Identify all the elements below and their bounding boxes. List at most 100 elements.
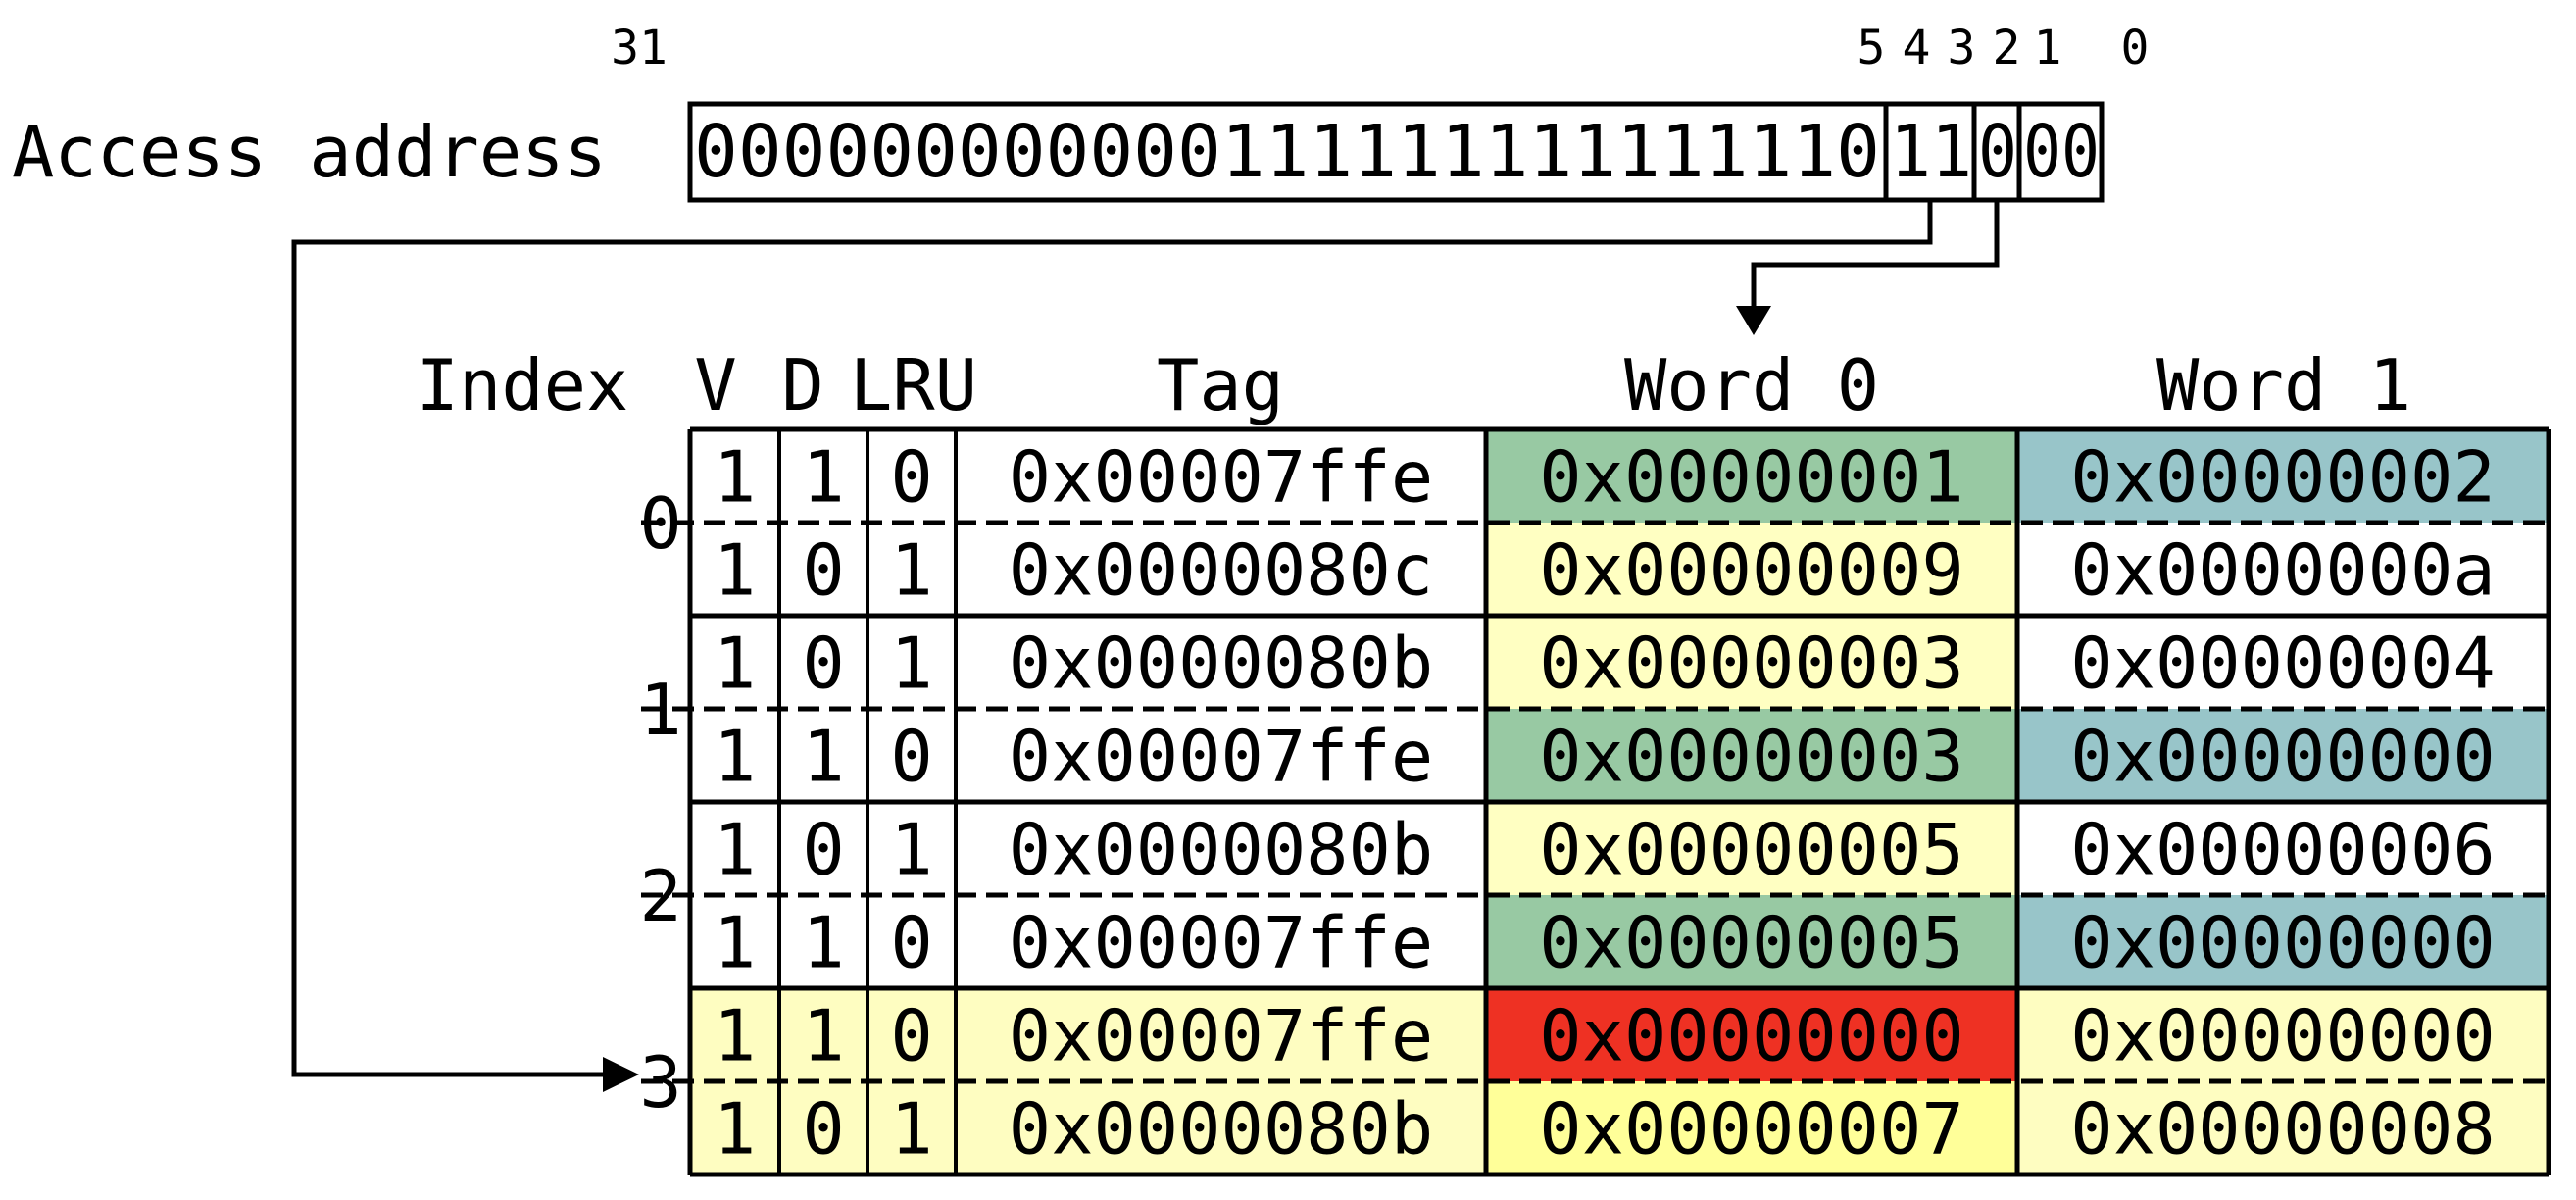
cell-dirty: 1 <box>802 902 844 984</box>
cell-lru: 1 <box>890 529 932 612</box>
cell-word-0-bg <box>1486 523 2017 616</box>
cell-dirty: 0 <box>802 623 844 705</box>
cell-valid-bg <box>690 616 779 709</box>
cell-word-0-bg <box>1486 709 2017 802</box>
address-tag-bits: 000000000000111111111111110 <box>694 110 1880 194</box>
cell-lru: 1 <box>890 809 932 891</box>
cell-tag: 0x00007ffe <box>1009 436 1433 519</box>
cell-word-1-bg <box>2017 988 2549 1081</box>
cell-lru: 0 <box>890 716 932 798</box>
cell-lru-bg <box>867 1081 956 1175</box>
cell-valid-bg <box>690 1081 779 1175</box>
cell-word-0-bg <box>1486 895 2017 988</box>
cell-lru: 1 <box>890 1088 932 1171</box>
index-arrow-line <box>291 200 1933 1077</box>
cell-tag-bg <box>956 802 1486 895</box>
bit-label-1: 1 <box>2034 21 2062 75</box>
cell-word-0: 0x00000005 <box>1539 809 1963 891</box>
cell-lru-bg <box>867 988 956 1081</box>
cell-word-0: 0x00000007 <box>1539 1088 1963 1171</box>
cell-word-1: 0x00000008 <box>2070 1088 2495 1171</box>
cell-valid-bg <box>690 523 779 616</box>
cell-dirty: 1 <box>802 716 844 798</box>
cell-word-1-bg <box>2017 1081 2549 1175</box>
bit-label-5: 5 <box>1858 21 1886 75</box>
cell-tag: 0x00007ffe <box>1009 902 1433 984</box>
cell-word-0: 0x00000001 <box>1539 436 1963 519</box>
cell-dirty-bg <box>779 895 867 988</box>
cell-valid: 1 <box>714 623 756 705</box>
cell-valid-bg <box>690 802 779 895</box>
cell-dirty-bg <box>779 709 867 802</box>
cell-word-1: 0x0000000a <box>2070 529 2495 612</box>
cell-word-1-bg <box>2017 429 2549 523</box>
cell-word-1-bg <box>2017 616 2549 709</box>
cell-word-1: 0x00000002 <box>2070 436 2495 519</box>
cell-word-0-bg <box>1486 429 2017 523</box>
cell-valid: 1 <box>714 716 756 798</box>
cell-lru-bg <box>867 895 956 988</box>
cell-dirty: 0 <box>802 529 844 612</box>
cell-lru-bg <box>867 616 956 709</box>
cell-lru-bg <box>867 429 956 523</box>
cell-dirty-bg <box>779 616 867 709</box>
cell-tag: 0x00007ffe <box>1009 995 1433 1077</box>
cell-tag-bg <box>956 1081 1486 1175</box>
cell-dirty: 0 <box>802 1088 844 1171</box>
cell-word-0-bg <box>1486 988 2017 1081</box>
address-outer-box <box>687 101 2105 203</box>
cell-word-0: 0x00000003 <box>1539 716 1963 798</box>
cell-tag-bg <box>956 895 1486 988</box>
cell-word-1: 0x00000000 <box>2070 716 2495 798</box>
cell-word-1-bg <box>2017 709 2549 802</box>
cell-tag: 0x0000080c <box>1009 529 1433 612</box>
cell-dirty-bg <box>779 802 867 895</box>
address-byte-offset-bits: 00 <box>2023 110 2100 194</box>
cell-word-0-bg <box>1486 616 2017 709</box>
cell-dirty-bg <box>779 429 867 523</box>
cell-word-1: 0x00000000 <box>2070 995 2495 1077</box>
index-arrow-head <box>603 1057 639 1092</box>
bit-label-0: 0 <box>2121 21 2150 75</box>
cell-word-1: 0x00000004 <box>2070 623 2495 705</box>
cell-lru-bg <box>867 709 956 802</box>
cell-dirty-bg <box>779 1081 867 1175</box>
word-select-arrow-line <box>1751 200 2000 306</box>
cell-tag: 0x00007ffe <box>1009 716 1433 798</box>
header-word-1: Word 1 <box>2156 344 2411 426</box>
bit-label-3: 3 <box>1948 21 1976 75</box>
cell-valid: 1 <box>714 529 756 612</box>
header-lru: LRU <box>850 344 977 426</box>
cell-lru-bg <box>867 802 956 895</box>
address-register: 000000000000111111111111110 11 0 00 <box>687 101 2105 203</box>
cell-tag: 0x0000080b <box>1009 1088 1433 1171</box>
access-address-label: Access address <box>12 111 607 193</box>
cell-tag-bg <box>956 709 1486 802</box>
cell-word-0-bg <box>1486 802 2017 895</box>
cell-valid: 1 <box>714 436 756 519</box>
header-d: D <box>781 344 823 426</box>
cell-valid: 1 <box>714 1088 756 1171</box>
cell-tag: 0x0000080b <box>1009 809 1433 891</box>
address-index-bits: 11 <box>1890 110 1972 194</box>
cell-dirty: 1 <box>802 436 844 519</box>
cell-word-1-bg <box>2017 523 2549 616</box>
cell-tag-bg <box>956 523 1486 616</box>
cell-valid: 1 <box>714 995 756 1077</box>
cell-word-0: 0x00000009 <box>1539 529 1963 612</box>
cell-word-1: 0x00000006 <box>2070 809 2495 891</box>
cell-valid-bg <box>690 988 779 1081</box>
cell-lru: 0 <box>890 902 932 984</box>
cell-lru-bg <box>867 523 956 616</box>
bit-label-4: 4 <box>1903 21 1931 75</box>
cell-word-0: 0x00000003 <box>1539 623 1963 705</box>
cell-valid: 1 <box>714 809 756 891</box>
bit-label-2: 2 <box>1993 21 2021 75</box>
cell-word-0-bg <box>1486 1081 2017 1175</box>
cell-lru: 1 <box>890 623 932 705</box>
cell-tag-bg <box>956 429 1486 523</box>
cell-lru: 0 <box>890 995 932 1077</box>
bit-label-31: 31 <box>611 21 668 75</box>
